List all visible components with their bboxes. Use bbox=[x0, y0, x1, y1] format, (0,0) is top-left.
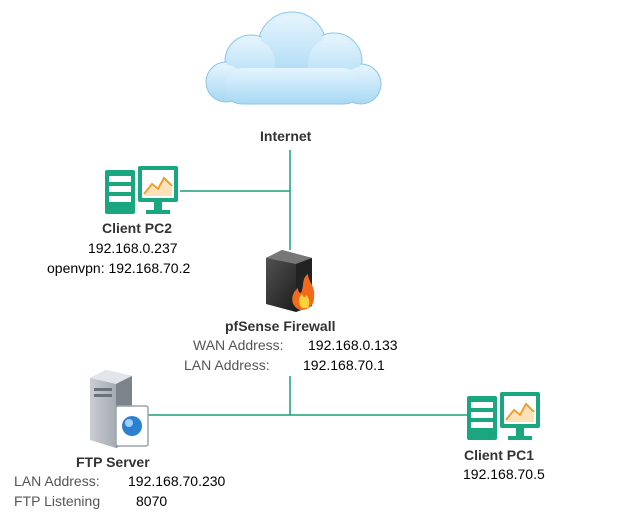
ftp-server-name: FTP Server bbox=[76, 454, 150, 470]
client-pc2-name: Client PC2 bbox=[102, 220, 173, 236]
server-icon bbox=[90, 370, 149, 448]
firewall-wan-value: 192.168.0.133 bbox=[308, 337, 398, 353]
internet-label: Internet bbox=[260, 128, 312, 144]
firewall-wan-label: WAN Address: bbox=[193, 337, 284, 353]
client-pc1-ip: 192.168.70.5 bbox=[463, 466, 545, 482]
desktop-pc-icon bbox=[105, 166, 178, 214]
ftp-lan-value: 192.168.70.230 bbox=[128, 473, 226, 489]
ftp-listen-value: 8070 bbox=[136, 493, 168, 509]
ftp-listen-label: FTP Listening bbox=[14, 493, 101, 509]
firewall-lan-label: LAN Address: bbox=[184, 357, 270, 373]
client-pc1-name: Client PC1 bbox=[464, 447, 535, 463]
cloud-icon bbox=[205, 11, 382, 105]
firewall-name: pfSense Firewall bbox=[225, 318, 336, 334]
client-pc2-ip: 192.168.0.237 bbox=[88, 240, 178, 256]
desktop-pc-icon bbox=[467, 392, 540, 440]
client-pc2-vpn: openvpn: 192.168.70.2 bbox=[47, 260, 191, 276]
firewall-lan-value: 192.168.70.1 bbox=[303, 357, 385, 373]
firewall-icon bbox=[266, 250, 315, 312]
ftp-lan-label: LAN Address: bbox=[14, 473, 100, 489]
